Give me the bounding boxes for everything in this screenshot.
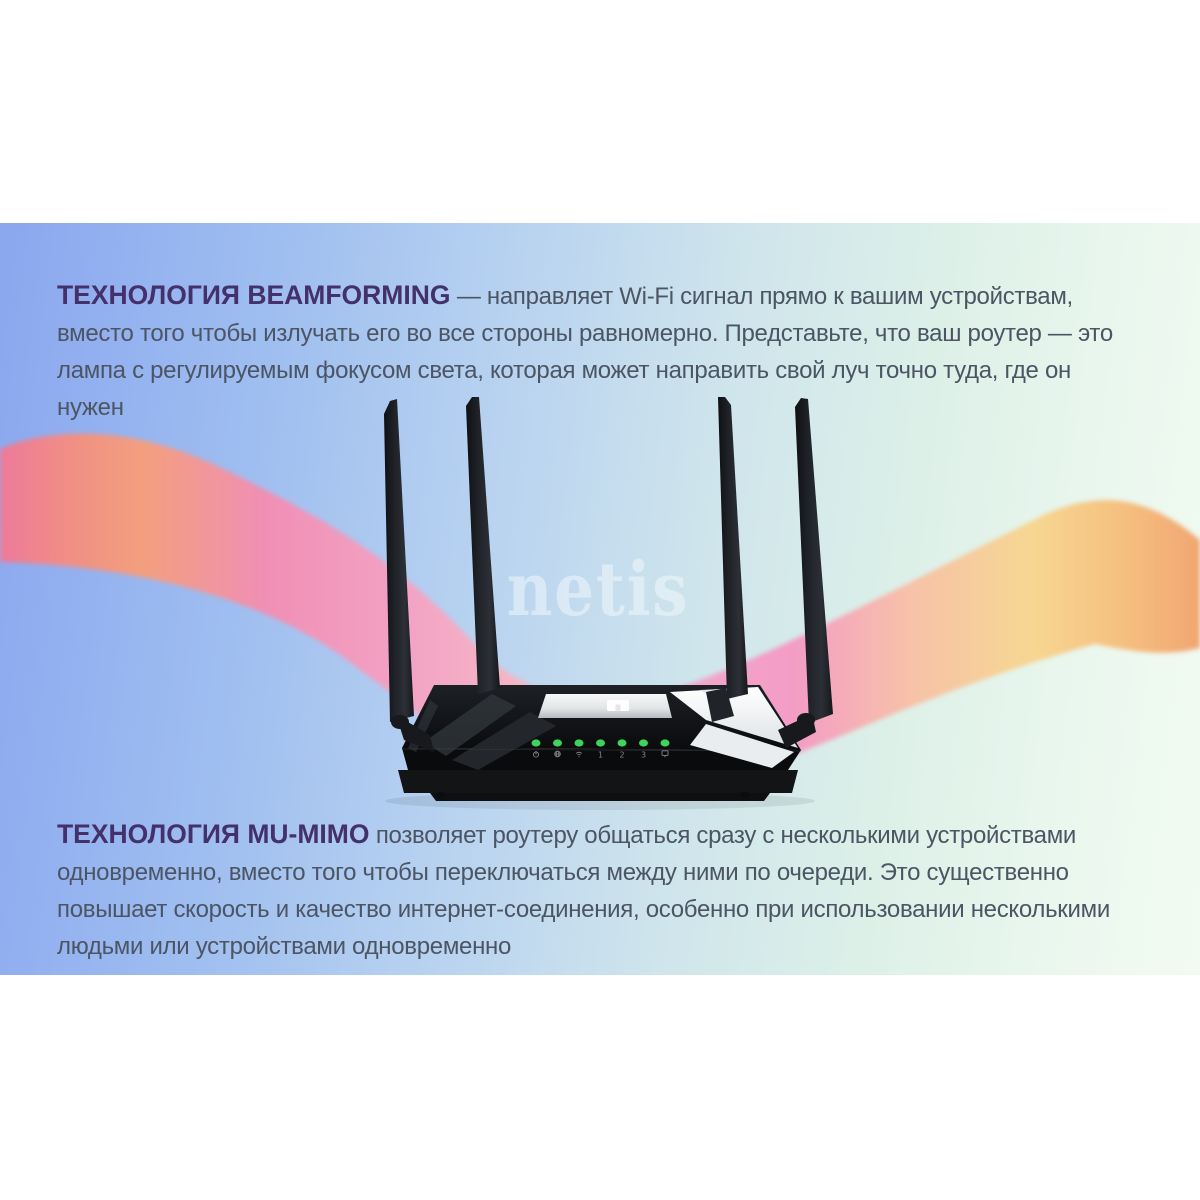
decor-graphic: netis [0,397,1200,810]
antenna-4 [795,398,833,723]
mumimo-line-4: людьми или устройствами одновременно [57,933,512,960]
power-led [531,739,541,747]
router-left-facet [424,694,516,756]
antenna-3 [718,397,748,699]
router-right-reflection [670,687,798,748]
antenna-1 [384,399,414,722]
lan3-led [639,739,648,747]
beamforming-line-1: ТЕХНОЛОГИЯ BEAMFORMING — направляет Wi-F… [57,277,1113,315]
internet-led [553,739,562,747]
wan-led [660,739,670,747]
router-antennas [384,397,833,752]
lan1-led [596,739,605,747]
beamforming-text: — направляет Wi-Fi сигнал прямо к вашим … [450,283,1073,310]
antenna-2 [466,397,500,694]
section-beamforming: ТЕХНОЛОГИЯ BEAMFORMING — направляет Wi-F… [57,277,1113,426]
wifi-led [574,739,584,747]
beamforming-line-2: вместо того чтобы излучать его во все ст… [57,320,1113,347]
mumimo-line-2: одновременно, вместо того чтобы переключ… [57,859,1069,886]
mumimo-heading: ТЕХНОЛОГИЯ MU-MIMO [57,819,370,849]
antenna-4-foot [778,714,816,748]
router-right-reflection [690,724,794,768]
netis-watermark: netis [507,547,690,633]
router-foot [435,792,445,798]
wifi-icon [575,751,583,758]
router-base [398,770,798,793]
mumimo-line-1: ТЕХНОЛОГИЯ MU-MIMO позволяет роутеру общ… [57,816,1110,854]
section-mumimo: ТЕХНОЛОГИЯ MU-MIMO позволяет роутеру общ… [57,816,1110,965]
beamforming-line-4: нужен [57,394,124,421]
lan2-label: 2 [619,751,624,760]
beamforming-heading: ТЕХНОЛОГИЯ BEAMFORMING [57,280,451,310]
router-led-row [531,739,670,747]
mumimo-text: позволяет роутеру общаться сразу с неско… [369,822,1077,849]
ribbon-wave [0,433,1200,796]
beamforming-line-3: лампа с регулируемым фокусом света, кото… [57,357,1071,384]
svg-text:netis: netis [507,547,690,633]
wan-icon [661,750,669,758]
mumimo-line-3: повышает скорость и качество интернет-со… [57,896,1110,923]
router-base-ledge [430,793,770,801]
router-top-strip [538,694,672,718]
lan1-label: 1 [598,751,603,760]
lan3-label: 3 [641,751,646,760]
router-left-facet [452,712,556,770]
antenna-1-foot [396,715,434,752]
router-foot [740,792,750,798]
internet-icon [554,750,561,758]
router: 1 2 3 [384,397,833,810]
netis-logo-mark [607,700,629,711]
lan2-led [617,739,627,747]
power-icon [532,751,540,758]
router-led-icons: 1 2 3 [532,750,669,760]
